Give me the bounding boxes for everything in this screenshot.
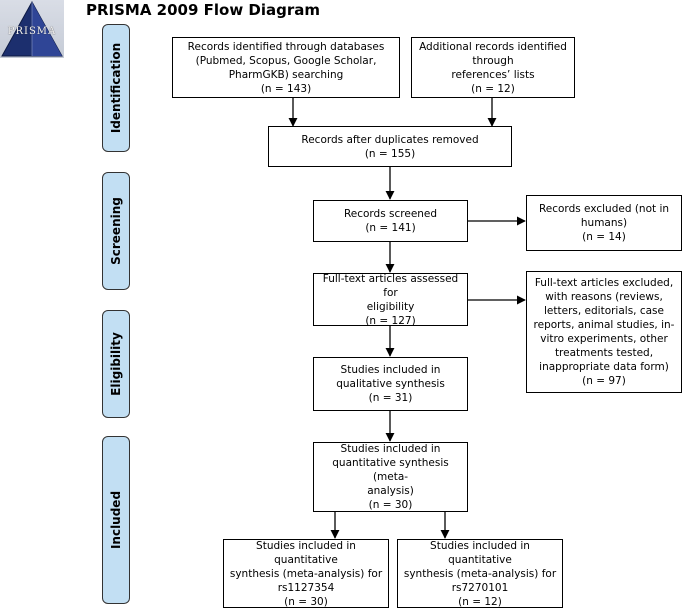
box-line: PharmGKB) searching <box>228 68 344 81</box>
box-line: (n = 30) <box>284 595 328 608</box>
box-line: qualitative synthesis <box>336 378 445 390</box>
box-records-databases: Records identified through databases(Pub… <box>172 37 400 98</box>
box-line: eligibility <box>366 300 415 313</box>
stage-identification: Identification <box>102 24 130 152</box>
box-line: synthesis (meta-analysis) for <box>403 567 557 580</box>
prisma-logo: PRISMA <box>0 0 64 58</box>
stage-included: Included <box>102 436 130 604</box>
box-fulltext-excluded: Full-text articles excluded, with reasons… <box>526 271 682 393</box>
box-line: inappropriate data form) <box>539 361 669 373</box>
box-line: quantitative synthesis (meta- <box>332 457 449 483</box>
box-line: Studies included in <box>340 443 441 455</box>
box-line: Studies included in quantitative <box>256 539 356 566</box>
box-line: (n = 97) <box>582 375 626 387</box>
box-line: (n = 14) <box>582 231 626 243</box>
box-line: reports, animal studies, in- <box>533 319 675 331</box>
box-line: Additional records identified through <box>419 40 567 67</box>
box-line: Records screened <box>343 208 438 220</box>
box-line: (n = 30) <box>368 499 413 511</box>
box-line: Full-text articles excluded, <box>534 277 674 289</box>
box-records-screened: Records screened (n = 141) <box>313 200 468 242</box>
page-title: PRISMA 2009 Flow Diagram <box>86 1 321 19</box>
box-line: Studies included in <box>340 364 441 376</box>
logo-text: PRISMA <box>7 26 57 37</box>
box-quantitative-synthesis: Studies included in quantitative synthesi… <box>313 442 468 512</box>
box-line: analysis) <box>367 485 414 497</box>
box-records-excluded: Records excluded (not in humans) (n = 14) <box>526 195 682 251</box>
box-line: Records after duplicates removed <box>301 133 479 146</box>
box-line: with reasons (reviews, <box>545 291 663 303</box>
box-line: rs1127354 <box>277 581 335 594</box>
box-line: humans) <box>580 217 628 229</box>
box-line: letters, editorials, case <box>544 305 664 317</box>
box-line: Studies included in quantitative <box>430 539 530 566</box>
box-records-after-duplicates: Records after duplicates removed(n = 155… <box>268 126 512 167</box>
box-line: rs7270101 <box>451 581 509 594</box>
box-line: Records excluded (not in <box>538 203 670 215</box>
box-qualitative-synthesis: Studies included in qualitative synthesis… <box>313 357 468 411</box>
box-line: (n = 141) <box>365 222 416 234</box>
box-line: Full-text articles assessed for <box>322 272 459 299</box>
box-line: (n = 12) <box>471 82 515 95</box>
box-line: (n = 155) <box>364 147 416 160</box>
box-line: (Pubmed, Scopus, Google Scholar, <box>195 54 377 67</box>
box-line: treatments tested, <box>554 347 654 359</box>
box-line: (n = 143) <box>260 82 312 95</box>
stage-screening: Screening <box>102 172 130 290</box>
box-line: (n = 127) <box>365 314 416 327</box>
box-line: references’ lists <box>451 68 535 81</box>
box-line: (n = 12) <box>458 595 502 608</box>
prisma-pyramid-icon <box>1 0 63 57</box>
box-line: (n = 31) <box>368 392 413 404</box>
box-line: synthesis (meta-analysis) for <box>229 567 383 580</box>
stage-eligibility: Eligibility <box>102 310 130 418</box>
box-line: vitro experiments, other <box>540 333 668 345</box>
box-line: Records identified through databases <box>187 40 385 53</box>
